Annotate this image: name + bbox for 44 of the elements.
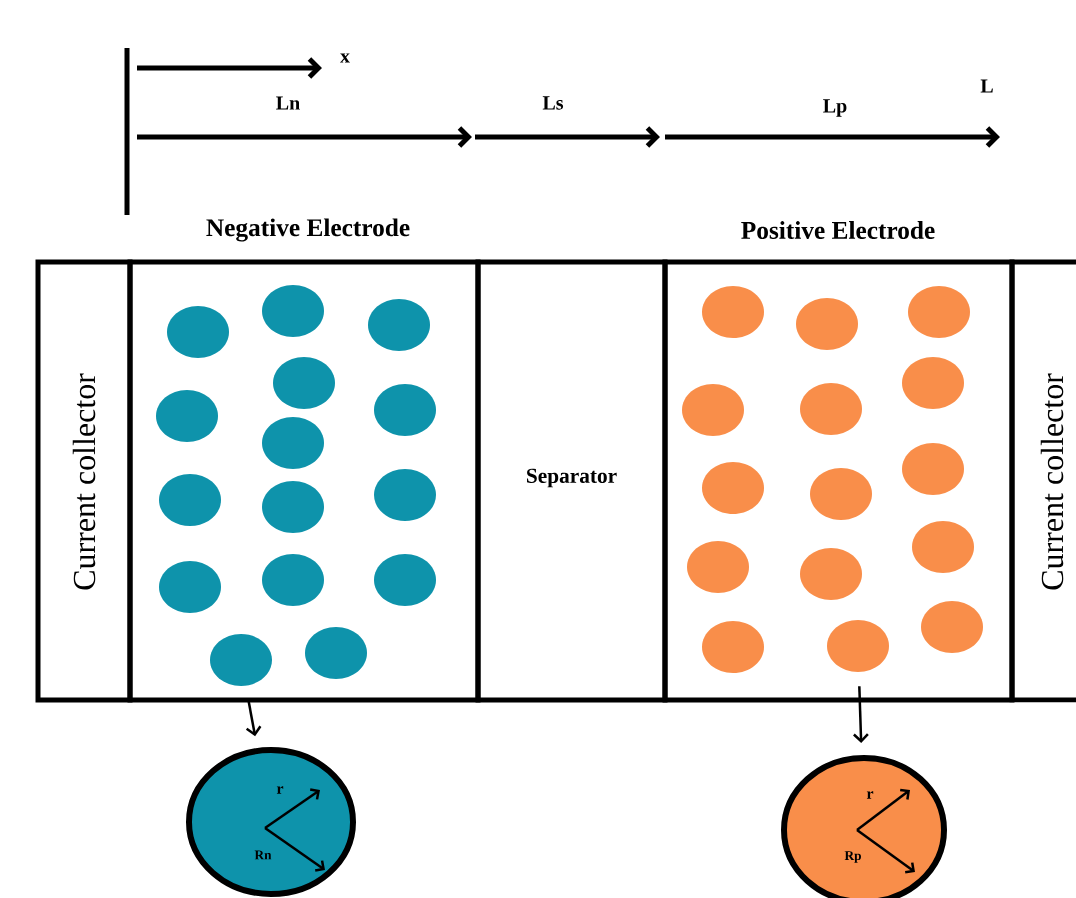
arrow [245,699,262,737]
particle [305,627,367,679]
particle [800,383,862,435]
particle [374,384,436,436]
electrode-heading: Negative Electrode [206,218,410,242]
particle [368,299,430,351]
current-collector: Current collector [35,259,133,703]
particle [374,554,436,606]
particle [702,286,764,338]
separator-box: Separator [475,259,668,703]
axis-label: L [980,79,993,93]
particle [262,481,324,533]
particle [159,561,221,613]
particle [702,462,764,514]
particle [262,554,324,606]
particle [810,468,872,520]
axis-label: Lp [823,99,847,117]
axis-label: Ln [276,96,300,110]
particle-cross-section: r Rp [781,755,947,898]
particle [800,548,862,600]
electrode-heading: Positive Electrode [741,221,935,239]
particle-cross-section: r Rn [186,747,356,897]
particle [682,384,744,436]
particle [908,286,970,338]
particle [210,634,272,686]
particle [156,390,218,442]
particle [796,298,858,350]
particle [687,541,749,593]
particle [702,621,764,673]
particle [902,357,964,409]
particle [921,601,983,653]
arrow [853,686,869,744]
current-collector: Current collector [1009,259,1076,703]
particle [912,521,974,573]
particle [167,306,229,358]
particle [374,469,436,521]
particle [827,620,889,672]
axis-label: x [340,53,350,63]
particle [273,357,335,409]
particle [262,285,324,337]
particle [159,474,221,526]
axis-label: Ls [542,96,564,110]
particle [902,443,964,495]
particle [262,417,324,469]
